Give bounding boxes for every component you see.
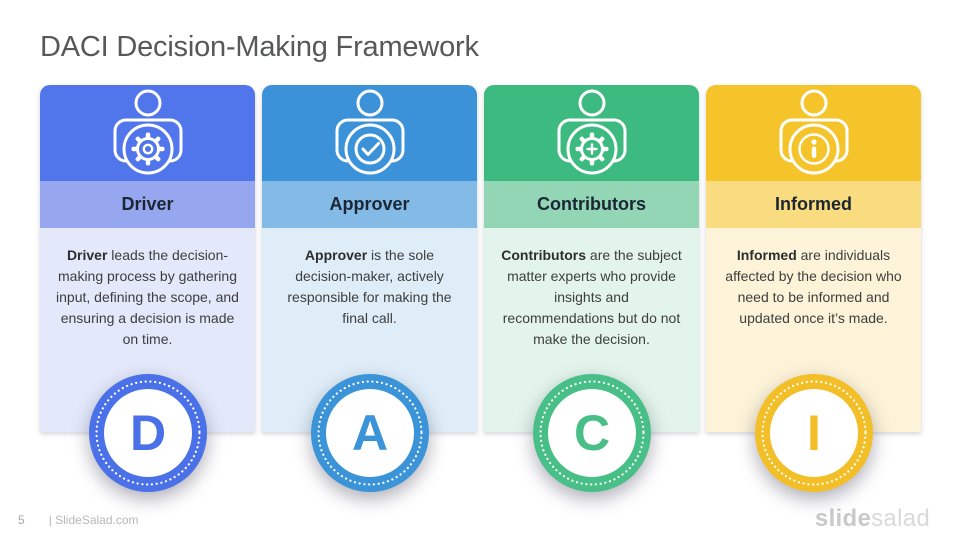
person-gear-icon bbox=[113, 89, 182, 175]
card-title-band: Driver bbox=[40, 181, 255, 228]
letter-circle-a: A bbox=[304, 369, 436, 505]
card-driver: Driver Driver leads the decision-making … bbox=[40, 85, 255, 492]
card-contributors: Contributors Contributors are the subjec… bbox=[484, 85, 699, 492]
person-info-icon bbox=[779, 89, 848, 175]
letter-circle-i: I bbox=[748, 369, 880, 505]
person-gear-plus-icon bbox=[557, 89, 626, 175]
card-description: Approver is the sole decision-maker, act… bbox=[287, 247, 452, 326]
card-title-band: Contributors bbox=[484, 181, 699, 228]
card-title: Approver bbox=[329, 194, 410, 214]
card-header bbox=[706, 85, 921, 181]
letter-circle-c: C bbox=[526, 369, 658, 505]
card-header bbox=[484, 85, 699, 181]
card-header bbox=[262, 85, 477, 181]
site-label: | SlideSalad.com bbox=[48, 513, 139, 527]
person-check-icon bbox=[335, 89, 404, 175]
svg-text:D: D bbox=[129, 405, 165, 461]
logo-text-light: salad bbox=[871, 505, 930, 532]
svg-text:I: I bbox=[807, 405, 821, 461]
card-header bbox=[40, 85, 255, 181]
card-informed: Informed Informed are individuals affect… bbox=[706, 85, 921, 492]
card-approver: Approver Approver is the sole decision-m… bbox=[262, 85, 477, 492]
card-title: Driver bbox=[121, 194, 174, 214]
svg-text:C: C bbox=[573, 405, 609, 461]
card-title: Informed bbox=[774, 194, 852, 214]
card-title-band: Approver bbox=[262, 181, 477, 228]
card-description-area: Driver leads the decision-making process… bbox=[40, 228, 255, 432]
card-description: Informed are individuals affected by the… bbox=[725, 247, 902, 326]
card-title: Contributors bbox=[537, 194, 646, 214]
card-description: Contributors are the subject matter expe… bbox=[501, 247, 682, 347]
page-number: 5 bbox=[18, 513, 25, 527]
card-title-band: Informed bbox=[706, 181, 921, 228]
cards-row: Driver Driver leads the decision-making … bbox=[40, 85, 921, 492]
slidesalad-logo: slidesalad bbox=[815, 505, 930, 533]
letter-circle-d: D bbox=[82, 369, 214, 505]
logo-text-bold: slide bbox=[814, 505, 872, 532]
card-description: Driver leads the decision-making process… bbox=[56, 247, 239, 347]
svg-text:A: A bbox=[351, 405, 387, 461]
footer: 5 | SlideSalad.com bbox=[18, 513, 139, 527]
page-title: DACI Decision-Making Framework bbox=[40, 31, 479, 63]
